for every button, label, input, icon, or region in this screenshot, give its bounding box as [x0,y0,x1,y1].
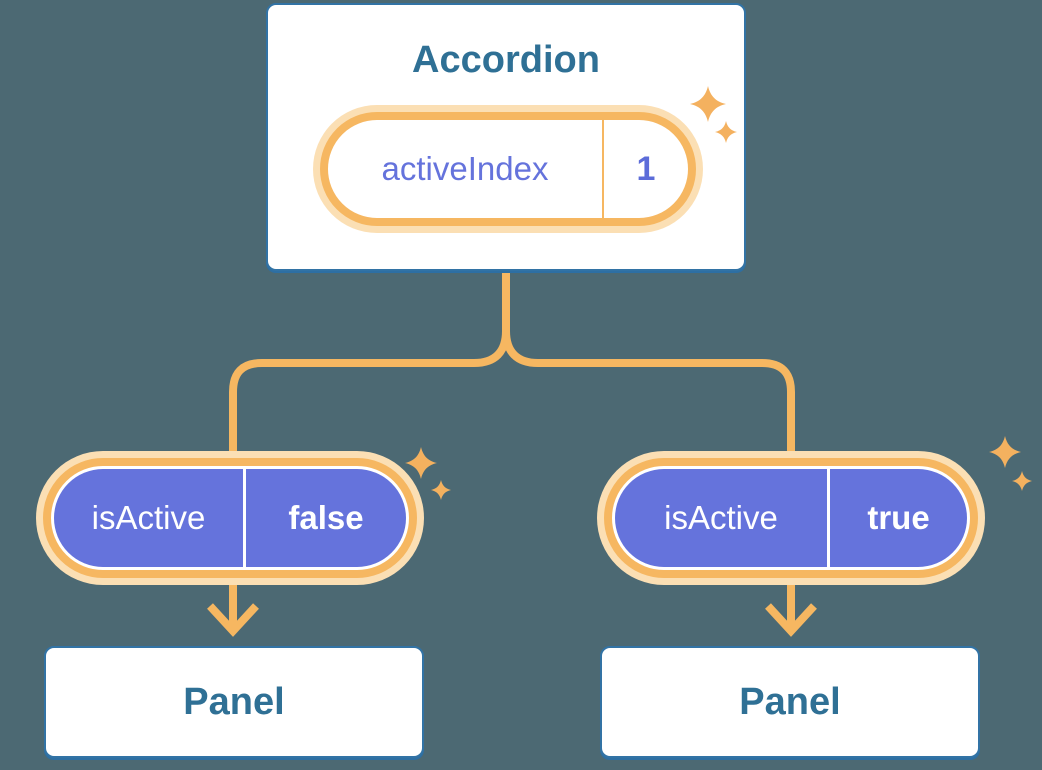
sparkle-icon [989,436,1021,468]
prop-pill-value: true [867,499,930,536]
state-pill-value: 1 [636,149,656,188]
sparkle-icon [1012,471,1032,491]
pill-divider [602,120,604,218]
prop-pill-label: isActive [91,499,206,536]
pill-divider [243,469,246,567]
state-pill: activeIndex 1 [320,112,696,226]
arrow-down-icon [207,603,259,637]
sparkle-icon [690,86,726,122]
accordion-title: Accordion [412,39,600,81]
panel-box: Panel [600,646,980,758]
arrow-down-icon [765,603,817,637]
panel-label: Panel [739,681,841,723]
prop-pill-false: isActive false [43,458,417,578]
accordion-card: Accordion activeIndex 1 [266,3,746,271]
panel-label: Panel [183,681,285,723]
prop-pill-label: isActive [664,499,778,536]
sparkle-icon [431,480,451,500]
sparkle-icon [405,447,437,479]
panel-box: Panel [44,646,424,758]
sparkle-icon [715,121,737,143]
state-pill-label: activeIndex [381,150,549,187]
branch-line-right [502,270,795,628]
prop-pill-value: false [288,499,364,536]
pill-divider [827,469,830,567]
prop-pill-true: isActive true [604,458,978,578]
